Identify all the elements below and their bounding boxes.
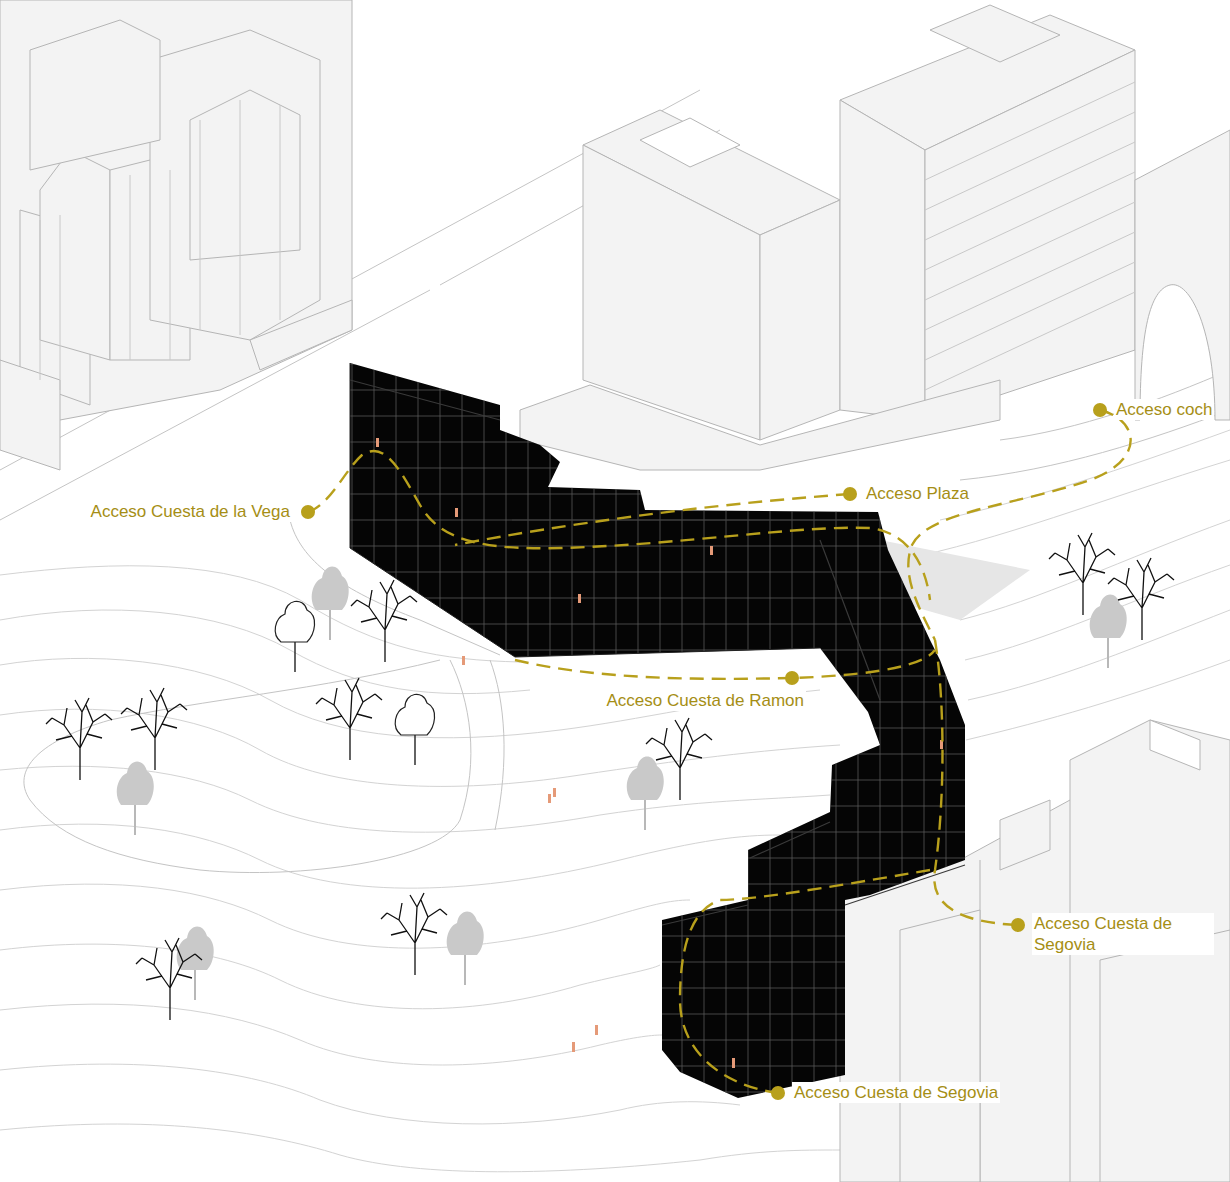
illustration-part xyxy=(395,694,434,765)
illustration-part xyxy=(308,451,930,600)
illustration-part xyxy=(350,363,965,1098)
illustration-part xyxy=(0,1124,840,1172)
illustration-part xyxy=(1135,130,1230,420)
illustration-part xyxy=(0,1064,740,1124)
illustration-part xyxy=(520,380,1000,470)
label-anchor: Acceso Cuesta de la Vega xyxy=(89,501,292,522)
access-route xyxy=(308,410,1131,1093)
illustration-part xyxy=(843,487,857,501)
illustration-part xyxy=(900,910,980,1182)
proposed-building xyxy=(350,363,965,1098)
illustration-part xyxy=(578,594,581,603)
label-anchor: Acceso Cuesta de Segovia xyxy=(1032,913,1214,955)
label-anchor: Acceso Cuesta de Ramon xyxy=(605,690,807,711)
illustration-part xyxy=(515,650,935,679)
illustration-part xyxy=(190,90,300,260)
illustration-part xyxy=(0,610,530,694)
illustration-part xyxy=(908,410,1130,640)
illustration-part xyxy=(0,884,690,948)
illustration-part xyxy=(490,660,504,830)
illustration-part xyxy=(710,546,713,555)
illustration-part xyxy=(646,718,712,800)
illustration-part xyxy=(250,300,352,370)
illustration-part xyxy=(376,438,379,447)
illustration-part xyxy=(136,938,202,1020)
illustration-part xyxy=(0,944,660,1009)
illustration-part xyxy=(0,0,352,420)
illustration-part xyxy=(316,678,382,760)
illustration-part xyxy=(930,5,1060,62)
illustration-part xyxy=(312,566,349,640)
illustration-part xyxy=(350,363,965,1098)
illustration-part xyxy=(381,893,447,975)
access-label: Acceso Cuesta de Segovia xyxy=(792,1082,1000,1103)
illustration-part xyxy=(150,30,320,340)
illustration-part xyxy=(351,580,417,662)
access-dots xyxy=(301,403,1107,1100)
illustration-part xyxy=(0,824,780,888)
illustration-part xyxy=(455,494,850,545)
illustration-part xyxy=(572,1042,575,1052)
illustration-part xyxy=(934,640,1018,925)
illustration-part xyxy=(940,430,1230,520)
access-label: Acceso coch xyxy=(1114,399,1214,420)
illustration-part xyxy=(1011,918,1025,932)
illustration-part xyxy=(117,761,154,835)
illustration-part xyxy=(24,660,471,873)
illustration-part xyxy=(925,50,1135,420)
illustration-part xyxy=(732,1058,735,1068)
illustration-part xyxy=(0,1004,662,1065)
illustration-part xyxy=(40,150,110,360)
illustration-part xyxy=(640,118,740,167)
illustration-part xyxy=(1070,800,1071,1182)
access-label: Acceso Plaza xyxy=(864,483,971,504)
illustration-part xyxy=(627,756,664,830)
illustration-part xyxy=(1108,558,1174,640)
illustration-part xyxy=(840,100,925,420)
illustration-part xyxy=(30,20,160,170)
illustration-part xyxy=(771,1086,785,1100)
illustration-part xyxy=(1049,533,1115,615)
people xyxy=(376,438,943,1068)
label-anchor: Acceso Plaza xyxy=(864,483,971,504)
illustration-part xyxy=(966,660,1230,740)
illustration-part xyxy=(925,82,1135,390)
illustration-part xyxy=(1090,594,1127,668)
illustration-part xyxy=(1093,403,1107,417)
illustration-part xyxy=(595,1025,598,1035)
illustration-part xyxy=(785,671,799,685)
illustration-part xyxy=(447,911,484,985)
label-anchor: Acceso Cuesta de Segovia xyxy=(792,1082,1000,1103)
illustration-part xyxy=(301,505,315,519)
illustration-part xyxy=(1100,930,1230,1182)
illustration-part xyxy=(1150,720,1200,770)
illustration-part xyxy=(553,788,556,797)
illustration-part xyxy=(350,363,820,657)
facade-lines xyxy=(40,82,1135,390)
access-label: Acceso Cuesta de Segovia xyxy=(1032,913,1214,955)
illustration-part xyxy=(46,698,112,780)
illustration-part xyxy=(900,460,1230,560)
illustration-part xyxy=(960,410,1230,480)
illustration-part xyxy=(0,360,60,470)
illustration-part xyxy=(40,100,280,390)
illustration-part xyxy=(121,688,187,770)
illustration-part xyxy=(275,601,314,672)
illustration-part xyxy=(1000,800,1050,870)
illustration-part xyxy=(548,794,551,803)
illustration-part xyxy=(455,508,458,517)
illustration-part xyxy=(462,656,465,665)
access-label: Acceso Cuesta de Ramon xyxy=(605,690,807,711)
illustration-part xyxy=(680,870,930,1093)
illustration-part xyxy=(760,200,840,440)
access-label: Acceso Cuesta de la Vega xyxy=(89,501,292,522)
label-anchor: Acceso coch xyxy=(1114,399,1214,420)
